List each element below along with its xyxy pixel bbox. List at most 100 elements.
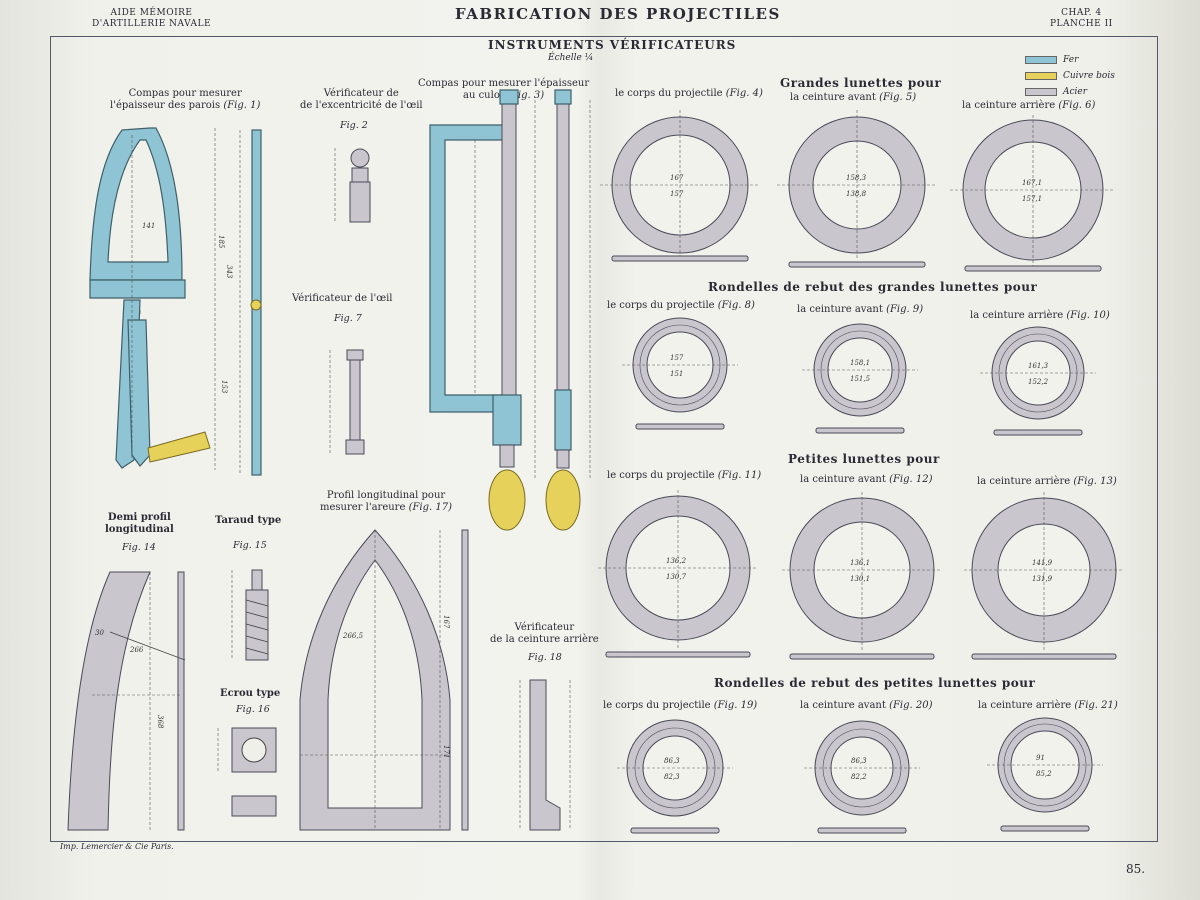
legend-item-steel: Acier [1025, 84, 1115, 100]
fig1-caption: Compas pour mesurer l'épaisseur des paro… [110, 88, 261, 111]
ring-fig10: 161,3 152,2 [980, 326, 1096, 436]
ring-fig9-inner-dim: 151,5 [850, 375, 871, 383]
fig11-caption: le corps du projectile (Fig. 11) [607, 470, 762, 481]
plate-subtitle: INSTRUMENTS VÉRIFICATEURS [488, 38, 737, 52]
ring-fig5-outer-dim: 158,3 [846, 174, 867, 182]
fig7-caption: Vérificateur de l'œil [292, 293, 393, 304]
section-grandes-lunettes: Grandes lunettes pour [780, 76, 942, 90]
ring-fig11-outer-dim: 136,2 [666, 557, 687, 565]
ring-fig21-outer-dim: 91 [1036, 754, 1045, 762]
fig3-base-calipers [429, 89, 591, 531]
material-legend: Fer Cuivre bois Acier [1025, 52, 1115, 100]
ring-fig11: 136,2 130,7 [598, 490, 758, 658]
fig13-caption: la ceinture arrière (Fig. 13) [977, 476, 1117, 487]
plate-title: FABRICATION DES PROJECTILES [455, 5, 781, 23]
fig18-number: Fig. 18 [528, 652, 562, 663]
fig17-caption: Profil longitudinal pour mesurer l'areur… [320, 490, 453, 513]
fig14-number: Fig. 14 [122, 542, 156, 553]
legend-swatch-copper-wood [1025, 72, 1057, 80]
fig14-dimension-30: 30 [95, 629, 104, 637]
legend-item-copper-wood: Cuivre bois [1025, 68, 1115, 84]
ring-fig13-outer-dim: 141,9 [1032, 559, 1053, 567]
ring-fig20-outer-dim: 86,3 [851, 757, 867, 765]
plate-border [50, 36, 1158, 842]
ring-fig20-inner-dim: 82,2 [851, 773, 867, 781]
fig14-half-profile: 266 368 30 [67, 571, 186, 831]
fig14-dimension-266: 266 [129, 646, 144, 654]
fig19-caption: le corps du projectile (Fig. 19) [603, 700, 758, 711]
ring-fig13-inner-dim: 131,9 [1032, 575, 1053, 583]
fig1-calipers: 141 185 343 153 [89, 127, 262, 476]
ring-fig5: 158,3 138,8 [777, 110, 937, 268]
fig17-dimension-266-5: 266,5 [342, 632, 364, 640]
fig2-eye-eccentricity-gauge [334, 148, 371, 223]
ring-fig12: 136,1 130,1 [782, 492, 942, 660]
ring-fig10-outer-dim: 161,3 [1028, 362, 1049, 370]
fig21-caption: la ceinture arrière (Fig. 21) [978, 700, 1118, 711]
ring-fig12-inner-dim: 130,1 [850, 575, 870, 583]
ring-fig8-outer-dim: 157 [670, 354, 684, 362]
ring-fig12-outer-dim: 136,1 [850, 559, 870, 567]
ring-fig8-inner-dim: 151 [670, 370, 683, 378]
ring-fig19-outer-dim: 86,3 [664, 757, 680, 765]
fig15-caption: Taraud type [215, 515, 282, 526]
ring-fig4-outer-dim: 167 [670, 174, 684, 182]
scale-note: Échelle ¼ [548, 53, 594, 63]
fig7-eye-gauge [329, 349, 365, 455]
section-rondelles-petites: Rondelles de rebut des petites lunettes … [714, 676, 1036, 690]
legend-swatch-iron [1025, 56, 1057, 64]
ring-fig21: 91 85,2 [987, 717, 1103, 832]
printer-credit: Imp. Lemercier & Cie Paris. [60, 842, 174, 851]
ring-fig21-inner-dim: 85,2 [1036, 770, 1052, 778]
fig16-number: Fig. 16 [236, 704, 270, 715]
ring-fig9-outer-dim: 158,1 [850, 359, 870, 367]
fig10-caption: la ceinture arrière (Fig. 10) [970, 310, 1110, 321]
fig17-dimension-167: 167 [442, 615, 450, 629]
ring-fig6: 167,1 157,1 [950, 115, 1115, 272]
fig15-tap [231, 569, 269, 661]
fig14-caption: Demi profil longitudinal [105, 512, 174, 535]
ring-fig6-inner-dim: 157,1 [1022, 195, 1042, 203]
section-rondelles-grandes: Rondelles de rebut des grandes lunettes … [708, 280, 1038, 294]
ring-fig4: 167 157 [600, 110, 760, 262]
fig20-caption: la ceinture avant (Fig. 20) [800, 700, 933, 711]
ring-fig6-outer-dim: 167,1 [1022, 179, 1042, 187]
fig7-number: Fig. 7 [334, 313, 362, 324]
fig17-dimension-171: 171 [442, 745, 450, 758]
header-left: AIDE MÉMOIRE D'ARTILLERIE NAVALE [92, 8, 212, 29]
fig2-number: Fig. 2 [340, 120, 368, 131]
fig1-dimension-141: 141 [142, 222, 155, 230]
ring-fig13: 141,9 131,9 [964, 492, 1124, 660]
section-petites-lunettes: Petites lunettes pour [788, 452, 940, 466]
fig6-caption: la ceinture arrière (Fig. 6) [962, 100, 1096, 111]
fig17-longitudinal-profile: 266,5 167 171 [299, 529, 469, 831]
ring-fig11-inner-dim: 130,7 [666, 573, 687, 581]
fig15-number: Fig. 15 [233, 540, 267, 551]
legend-item-iron: Fer [1025, 52, 1115, 68]
fig5-caption: la ceinture avant (Fig. 5) [790, 92, 917, 103]
ring-fig8: 157 151 [622, 317, 738, 430]
header-right: CHAP. 4 PLANCHE II [1050, 8, 1113, 29]
fig3-caption: Compas pour mesurer l'épaisseur au culot… [418, 78, 590, 101]
ring-fig5-inner-dim: 138,8 [846, 190, 867, 198]
fig18-rear-band-gauge [519, 679, 571, 831]
ring-fig20: 86,3 82,2 [804, 720, 920, 834]
page-number: 85. [1126, 862, 1146, 876]
ring-fig19-inner-dim: 82,3 [664, 773, 680, 781]
fig2-caption: Vérificateur de de l'excentricité de l'œ… [300, 88, 423, 111]
fig1-dimension-343: 343 [225, 265, 233, 279]
fig1-dimension-153: 153 [220, 380, 228, 394]
fig16-caption: Ecrou type [220, 688, 281, 699]
fig8-caption: le corps du projectile (Fig. 8) [607, 300, 755, 311]
ring-fig19: 86,3 82,3 [617, 719, 733, 834]
fig9-caption: la ceinture avant (Fig. 9) [797, 304, 924, 315]
ring-fig4-inner-dim: 157 [670, 190, 684, 198]
legend-swatch-steel [1025, 88, 1057, 96]
fig14-dimension-368: 368 [156, 715, 164, 729]
fig16-nut [217, 727, 277, 817]
ring-fig10-inner-dim: 152,2 [1028, 378, 1049, 386]
fig18-caption: Vérificateur de la ceinture arrière [490, 622, 599, 645]
fig1-dimension-185: 185 [217, 235, 225, 249]
ring-fig9: 158,1 151,5 [802, 323, 918, 434]
